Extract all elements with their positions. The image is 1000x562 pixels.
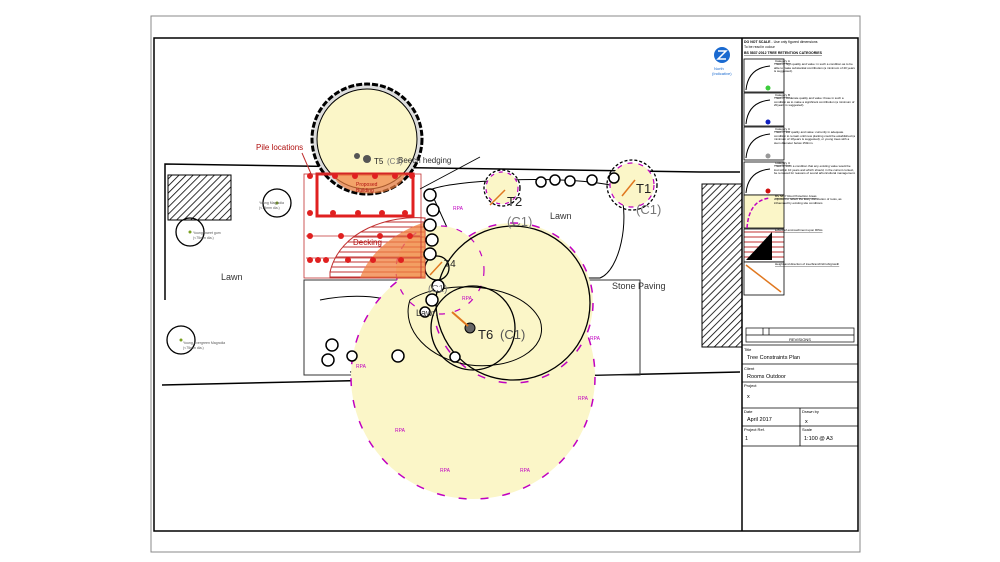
young-evergreen-label: Young Evergreen Magnolia	[183, 341, 225, 345]
legend-rpa-text: Adjusted to reflect the likely distribut…	[774, 198, 842, 205]
client-label: Client	[744, 366, 755, 371]
legend-swatches	[743, 58, 785, 296]
pile-locations-label: Pile locations	[256, 143, 303, 152]
drawing-title: Tree Constraints Plan	[747, 355, 800, 361]
decking-label: Decking	[353, 238, 382, 247]
young-gum-label: Young sweet gum	[193, 231, 221, 235]
title-label: Title	[744, 347, 752, 352]
tree-t5-id: T5	[374, 157, 384, 166]
rpa-labels: RPA RPA RPA RPA RPA RPA RPA RPA	[356, 206, 601, 474]
scale-value: 1:100 @ A3	[804, 436, 833, 442]
project-label: Project	[744, 383, 757, 388]
stone-paving-label: Stone Paving	[612, 281, 666, 291]
svg-text:RPA: RPA	[462, 296, 473, 302]
scale-label: Scale	[802, 427, 813, 432]
project-value: x	[747, 394, 750, 400]
lawn-label: Lawn	[221, 272, 243, 282]
svg-text:RPA: RPA	[395, 428, 406, 434]
legend-cat-c: Category C	[775, 127, 791, 131]
legend-cat-a-text: Trees of high quality and value: in such…	[774, 63, 855, 74]
proposed-building-label-2: Building	[356, 188, 374, 194]
do-not-scale: DO NOT SCALE - Use only figured dimensio…	[744, 40, 818, 44]
svg-text:RPA: RPA	[440, 468, 451, 474]
legend-cat-a: Category A	[775, 59, 790, 63]
tree-t2-id: T2	[507, 194, 522, 209]
tree-t4-id: T4	[444, 259, 456, 270]
pile-locations	[307, 173, 415, 263]
project-ref-value: 1	[745, 436, 748, 442]
legend-cat-b: Category B	[775, 93, 790, 97]
lawn-label-small: Lawn	[416, 308, 438, 318]
tree-t5-cat: (C1)	[387, 157, 403, 166]
date-label: Date	[744, 409, 753, 414]
north-indicative: (Indicative)	[712, 71, 732, 76]
svg-text:RPA: RPA	[520, 468, 531, 474]
legend-encroachment: Extent of encroachment upon RPAs	[775, 228, 823, 232]
existing-building-left	[167, 174, 232, 221]
legend-heading: BS 5837:2012 TREE RETENTION CATEGORIES	[744, 51, 823, 55]
tree-t4-cat: (C1)	[428, 284, 447, 295]
young-gum-size: (<75mm dia.)	[193, 236, 214, 240]
young-magnolia-size: (<75mm dia.)	[259, 206, 280, 210]
young-evergreen-size: (<75mm dia.)	[183, 346, 204, 350]
rpa-t1	[609, 162, 655, 208]
legend-cat-b-text: Trees of moderate quality and value: tho…	[774, 97, 855, 108]
young-magnolia-label: Young Magnolia	[259, 201, 284, 205]
shrubs	[321, 172, 620, 367]
date-value: April 2017	[747, 417, 772, 423]
client-value: Rooms Outdoor	[747, 374, 786, 380]
beech-hedging-label: Beech hedging	[398, 156, 451, 165]
tree-t2-cat: (C1)	[507, 214, 532, 229]
legend-cat-u: Category U	[775, 161, 790, 165]
legend-height-direction: Height and direction of tree/branch/shru…	[775, 262, 840, 266]
tree-t1-cat: (C1)	[636, 202, 661, 217]
svg-text:RPA: RPA	[453, 206, 464, 212]
svg-text:RPA: RPA	[356, 364, 367, 370]
revisions-label: REVISIONS	[789, 337, 811, 342]
colour-note: To be read in colour	[744, 45, 776, 49]
existing-building-right	[701, 183, 743, 348]
project-ref-label: Project Ref.	[744, 427, 765, 432]
rpa-t2-small	[485, 171, 519, 205]
legend-cat-u-text: Trees in such a condition that any exist…	[774, 165, 856, 176]
drawing-frame	[153, 37, 859, 532]
tree-t6-id: T6	[478, 327, 493, 342]
svg-text:RPA: RPA	[578, 396, 589, 402]
tree-t6-cat: (C1)	[500, 327, 525, 342]
drawn-by-value: x	[805, 419, 808, 425]
lawn-label-centre: Lawn	[550, 211, 572, 221]
svg-text:RPA: RPA	[590, 336, 601, 342]
legend-cat-c-text: Trees of low quality and value: currentl…	[774, 131, 856, 145]
drawn-by-label: Drawn by	[802, 409, 819, 414]
proposed-building-label: Proposed	[356, 182, 378, 188]
north-label: North	[714, 66, 724, 71]
tree-t1-id: T1	[636, 181, 651, 196]
legend-rpa: BS 5837 Root Protection Areas	[775, 194, 817, 198]
